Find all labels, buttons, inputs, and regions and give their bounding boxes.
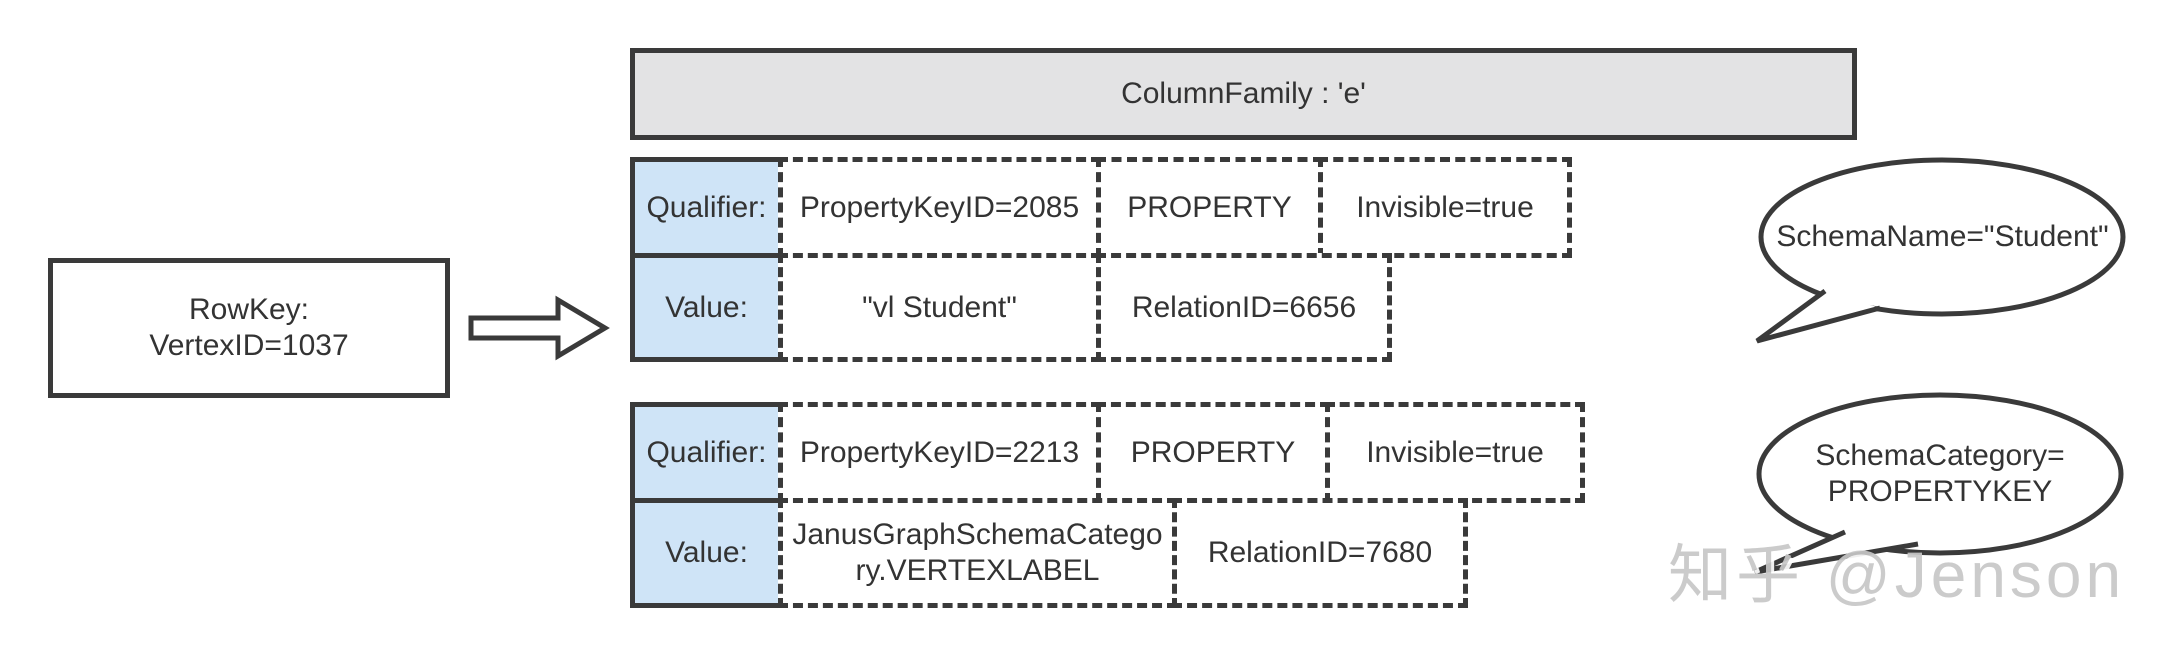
value-cell-relationid: RelationID=7680: [1172, 498, 1468, 608]
qualifier-cell-property: PROPERTY: [1096, 157, 1323, 258]
callout-line: SchemaCategory=: [1815, 439, 2065, 472]
speech-bubble-schemaname: [1755, 157, 2126, 344]
qualifier-label: Qualifier:: [646, 190, 767, 224]
speech-bubble-tail: [1755, 288, 1881, 344]
qualifier-cell-invisible: Invisible=true: [1318, 157, 1572, 258]
cell-text: PropertyKeyID=2213: [799, 435, 1080, 469]
cell-text: Invisible=true: [1356, 190, 1534, 224]
rowkey-box: RowKey: VertexID=1037: [48, 258, 450, 398]
value-label-cell: Value:: [630, 253, 783, 362]
cell-text: PropertyKeyID=2085: [799, 190, 1080, 224]
column-family-header: ColumnFamily : 'e': [630, 48, 1857, 140]
speech-bubble-schemacategory: [1753, 392, 2124, 575]
qualifier-cell-propertykeyid: PropertyKeyID=2085: [778, 157, 1101, 258]
qualifier-label: Qualifier:: [646, 435, 767, 469]
value-cell-name: "vl Student": [778, 253, 1101, 362]
cell-text: PROPERTY: [1130, 435, 1296, 469]
qualifier-cell-property: PROPERTY: [1096, 402, 1330, 503]
qualifier-cell-invisible: Invisible=true: [1325, 402, 1585, 503]
flow-arrow-icon: [468, 295, 610, 361]
callout-schemacategory-text: SchemaCategory= PROPERTYKEY: [1765, 438, 2115, 510]
value-cell-schemacategory: JanusGraphSchemaCategory.VERTEXLABEL: [778, 498, 1177, 608]
cell-text: RelationID=7680: [1207, 536, 1433, 569]
cell-text: PROPERTY: [1127, 190, 1292, 224]
callout-line: SchemaName="Student": [1776, 220, 2109, 253]
value-label: Value:: [665, 536, 748, 569]
cell-text: "vl Student": [862, 290, 1017, 324]
cell-text: JanusGraphSchemaCategory.VERTEXLABEL: [792, 518, 1163, 587]
watermark: 知乎 @Jenson: [1668, 539, 2126, 611]
rowkey-line2: VertexID=1037: [149, 329, 349, 362]
value-label: Value:: [665, 290, 748, 324]
arrow-shape: [468, 295, 610, 361]
callout-line: PROPERTYKEY: [1827, 475, 2053, 508]
speech-bubble-ellipse: [1756, 392, 2124, 556]
qualifier-label-cell: Qualifier:: [630, 157, 783, 258]
rowkey-line1: RowKey:: [188, 293, 310, 326]
qualifier-label-cell: Qualifier:: [630, 402, 783, 503]
value-cell-relationid: RelationID=6656: [1096, 253, 1392, 362]
callout-schemaname-text: SchemaName="Student": [1765, 219, 2120, 255]
column-family-title: ColumnFamily : 'e': [1121, 77, 1366, 110]
cell-text: Invisible=true: [1366, 435, 1544, 469]
value-label-cell: Value:: [630, 498, 783, 608]
qualifier-cell-propertykeyid: PropertyKeyID=2213: [778, 402, 1101, 503]
speech-bubble-ellipse: [1758, 157, 2126, 317]
speech-bubble-tail: [1753, 529, 1919, 575]
cell-text: RelationID=6656: [1131, 290, 1357, 324]
